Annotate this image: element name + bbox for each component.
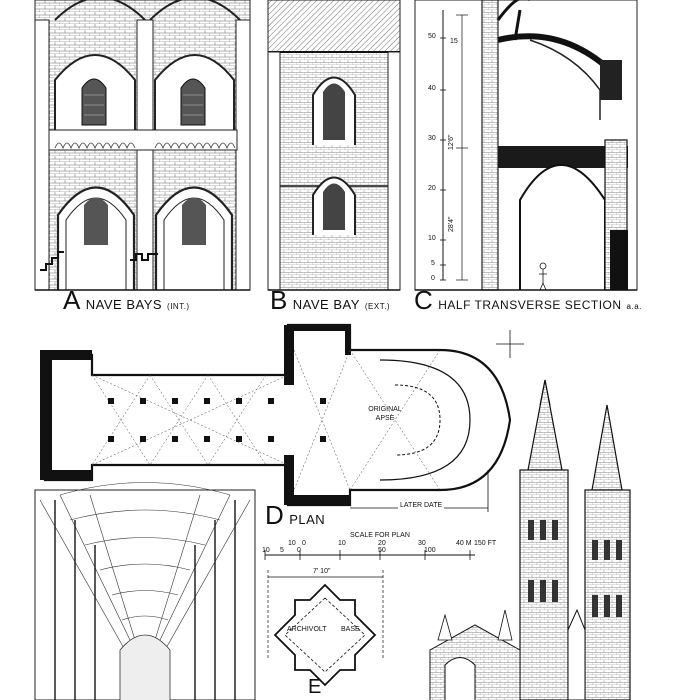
caption-title-c: HALF TRANSVERSE SECTION [438, 298, 622, 312]
caption-letter-b: B [270, 285, 288, 315]
caption-detail-e: E [308, 676, 322, 699]
detail-width-label: 7' 10" [313, 568, 331, 575]
scale-ft-label: 50 [378, 547, 386, 554]
section-scale-tick: 10 [428, 235, 436, 242]
section-scale-tick: 40 [428, 85, 436, 92]
half-transverse-section-drawing [414, 0, 638, 291]
scale-m-label: 40 M [456, 540, 472, 547]
plan-scale-bar [264, 550, 475, 560]
section-scale-tick: 0 [431, 275, 435, 282]
cathedral-plan-drawing [40, 323, 524, 512]
later-date-label: LATER DATE [398, 502, 445, 509]
scale-ft-label: 5 [280, 547, 284, 554]
caption-letter-a: A [63, 285, 81, 315]
section-scale-tick: 5 [431, 260, 435, 267]
section-dim-label: 15 [450, 38, 458, 45]
caption-letter-d: D [265, 500, 285, 530]
scale-for-plan-title: SCALE FOR PLAN [350, 532, 410, 539]
section-scale-tick: 30 [428, 135, 436, 142]
scale-m-label: 0 [302, 540, 306, 547]
original-apse-label: ORIGINAL APSE [368, 406, 402, 422]
section-dim-label: 12'6" [448, 134, 455, 150]
caption-title-d: PLAN [289, 512, 326, 527]
nave-interior-perspective [34, 482, 256, 700]
caption-plan: D PLAN [265, 500, 325, 531]
nave-bays-interior-drawing [34, 0, 251, 291]
scale-m-label: 30 [418, 540, 426, 547]
caption-letter-c: C [414, 285, 434, 315]
caption-note-b: (EXT.) [364, 302, 391, 311]
archivolt-label: ARCHIVOLT [287, 626, 327, 633]
caption-note-c: a.a. [626, 302, 642, 311]
scale-m-label: 10 [338, 540, 346, 547]
caption-nave-bay: B NAVE BAY (EXT.) [270, 285, 390, 316]
base-label: BASE [341, 626, 360, 633]
scale-ft-label: 0 [297, 547, 301, 554]
scale-ft-label: 10 [262, 547, 270, 554]
scale-ft-label: 150 FT [474, 540, 497, 547]
nave-bay-exterior-drawing [267, 0, 401, 291]
section-scale-tick: 20 [428, 185, 436, 192]
scale-m-label: 10 [288, 540, 296, 547]
scale-ft-label: 100 [424, 547, 436, 554]
section-dim-label: 28'4" [448, 216, 455, 232]
caption-title-a: NAVE BAYS [85, 297, 163, 312]
caption-nave-bays: A NAVE BAYS (INT.) [63, 285, 190, 316]
caption-letter-e: E [308, 676, 322, 698]
pier-section-detail [267, 570, 384, 687]
west-facade-spires-drawing [429, 379, 631, 700]
caption-note-a: (INT.) [167, 302, 190, 311]
caption-title-b: NAVE BAY [292, 297, 360, 312]
section-scale-tick: 50 [428, 33, 436, 40]
scale-m-label: 20 [378, 540, 386, 547]
caption-transverse-section: C HALF TRANSVERSE SECTION a.a. [414, 285, 642, 316]
